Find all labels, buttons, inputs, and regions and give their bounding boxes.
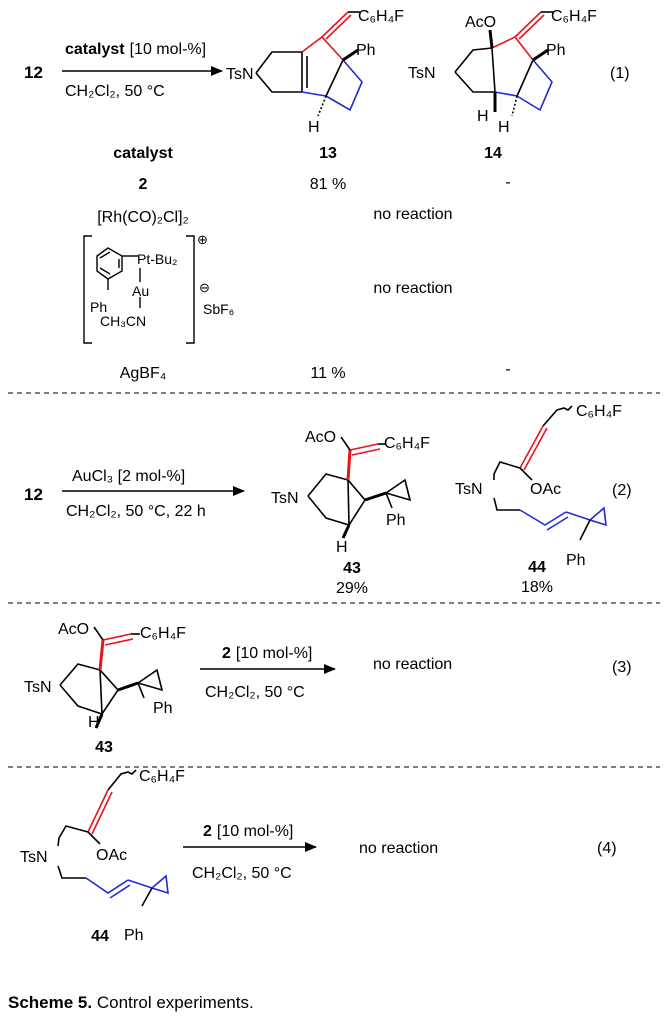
ph-label: Ph [386,512,406,529]
catalyst-cell: [Rh(CO)₂Cl]₂ [97,209,189,226]
result-text: no reaction [373,656,452,673]
structure-14 [454,11,553,117]
reaction-4: C₆H₄F TsN OAc Ph 44 2[10 mol-%] CH₂Cl₂, … [20,768,617,945]
scheme-5: 12 catalyst[10 mol-%] CH₂Cl₂, 50 °C (1) … [8,8,660,945]
arrow-bottom-label: CH₂Cl₂, 50 °C [205,684,305,701]
h-label: H [336,539,348,556]
result-cell: no reaction [373,280,452,297]
result-cell: no reaction [373,206,452,223]
catalyst-table: catalyst 13 14 2 81 % - [Rh(CO)₂Cl]₂ no … [83,145,511,382]
col-header-14: 14 [484,145,502,162]
col-header-catalyst: catalyst [113,145,173,162]
structure-43 [307,436,412,539]
aco-label: AcO [305,429,336,446]
aco-label: AcO [58,621,89,638]
substrate-12: 12 [24,485,43,504]
yield-43: 29% [336,580,368,597]
ph-label: Ph [153,700,173,717]
compound-label-44: 44 [528,559,546,576]
h-label: H [88,714,100,731]
compound-label-43: 43 [343,560,361,577]
structure-13 [255,11,363,117]
yield-44: 18% [521,579,553,596]
arrow-bottom-label: CH₂Cl₂, 50 °C, 22 h [66,503,206,520]
ph-label: Ph [124,927,144,944]
aryl-label: C₆H₄F [551,8,597,25]
arrow-top-label: 2[10 mol-%] [222,645,312,662]
structure-44 [493,405,607,541]
structure-43 [59,626,164,729]
oac-label: OAc [96,847,127,864]
equation-number: (3) [612,659,632,676]
reaction-3: AcO C₆H₄F TsN Ph H 43 2[10 mol-%] CH₂Cl₂… [24,621,632,756]
compound-label-44: 44 [91,928,109,945]
arrow-top-label: AuCl₃ [2 mol-%] [72,468,185,485]
catalyst-cell: AgBF₄ [120,365,167,382]
compound-label-43: 43 [95,739,113,756]
aryl-label: C₆H₄F [384,435,430,452]
arrow-top-label: catalyst[10 mol-%] [65,41,206,58]
aco-label: AcO [465,14,496,31]
ph-label: Ph [90,299,107,315]
result-text: no reaction [359,840,438,857]
scheme-caption: Scheme 5. Control experiments. [8,993,254,1013]
caption-label: Scheme 5. [8,993,93,1012]
tsn-label: TsN [455,481,483,498]
equation-number: (4) [597,840,617,857]
yield-13-cell: 81 % [310,176,346,193]
equation-number: (2) [612,482,632,499]
aryl-label: C₆H₄F [576,403,622,420]
pt-label: Pt-Bu₂ [137,251,177,267]
ph-label: Ph [566,552,586,569]
h-label: H [477,108,489,125]
tsn-label: TsN [226,66,254,83]
h-label: H [308,119,320,136]
ph-label: Ph [356,42,376,59]
caption-text: Control experiments. [92,993,254,1012]
anion-label: SbF₆ [203,301,234,317]
structure-44 [57,769,169,907]
aryl-label: C₆H₄F [139,768,185,785]
tsn-label: TsN [20,849,48,866]
aryl-label: C₆H₄F [358,8,404,25]
minus-charge: ⊖ [199,280,210,295]
gold-complex [83,235,195,344]
tsn-label: TsN [408,65,436,82]
equation-number: (1) [610,65,630,82]
arrow-bottom-label: CH₂Cl₂, 50 °C [65,83,165,100]
au-label: Au [132,283,149,299]
ligand-label: CH₃CN [100,313,146,329]
yield-13-cell: 11 % [310,365,345,382]
tsn-label: TsN [24,679,52,696]
catalyst-cell: 2 [139,176,148,193]
substrate-12: 12 [24,63,43,82]
aryl-label: C₆H₄F [140,625,186,642]
reaction-1: 12 catalyst[10 mol-%] CH₂Cl₂, 50 °C (1) … [24,8,630,382]
arrow-top-label: 2[10 mol-%] [203,823,293,840]
oac-label: OAc [530,481,561,498]
col-header-13: 13 [319,145,337,162]
h-label: H [498,119,510,136]
ph-label: Ph [546,42,566,59]
yield-14-cell: - [505,174,510,191]
tsn-label: TsN [271,490,299,507]
arrow-bottom-label: CH₂Cl₂, 50 °C [192,865,292,882]
yield-14-cell: - [505,361,510,378]
plus-charge: ⊕ [197,232,208,247]
reaction-2: 12 AuCl₃ [2 mol-%] CH₂Cl₂, 50 °C, 22 h (… [24,403,632,597]
